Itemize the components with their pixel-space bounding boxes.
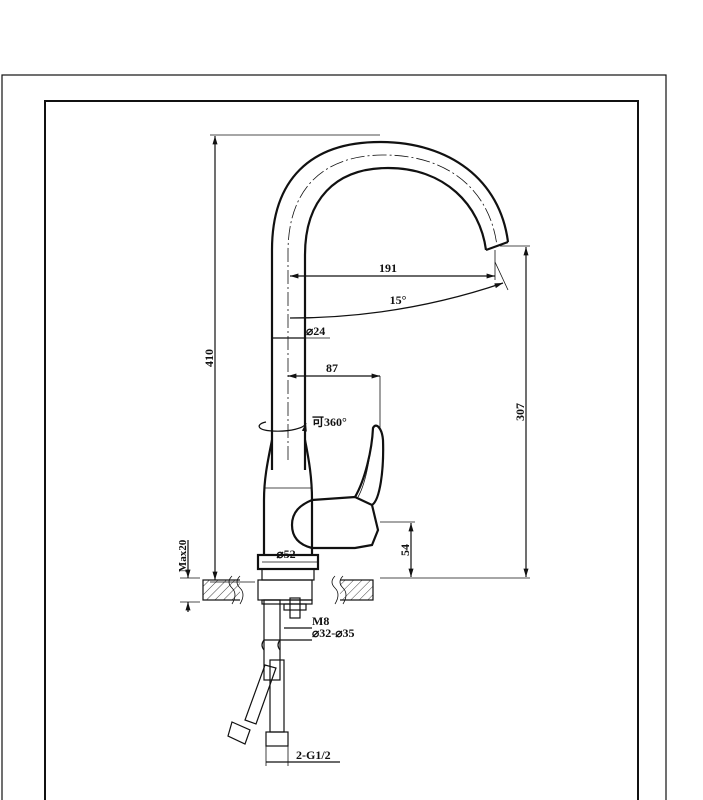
dim-stud-thread: M8 bbox=[312, 614, 329, 628]
dim-spout-reach: 191 bbox=[379, 261, 397, 275]
dim-handle-offset: 87 bbox=[326, 361, 338, 375]
dim-hose-thread: 2-G1/2 bbox=[296, 748, 331, 762]
inner-frame bbox=[44, 100, 639, 800]
countertop bbox=[202, 575, 374, 605]
dim-total-height: 410 bbox=[202, 349, 216, 367]
spout bbox=[270, 140, 510, 470]
dim-outlet-height: 307 bbox=[513, 403, 527, 421]
dim-rotation: 可360° bbox=[312, 415, 347, 429]
dim-handle-height: 54 bbox=[398, 544, 412, 556]
dim-hole-range: ⌀32-⌀35 bbox=[312, 626, 354, 640]
dim-spout-angle: 15° bbox=[390, 293, 407, 307]
outer-frame bbox=[1, 74, 667, 800]
rotation-arrow bbox=[258, 421, 307, 432]
dimension-lines bbox=[180, 134, 530, 766]
dim-spout-diameter: ⌀24 bbox=[306, 324, 325, 338]
dim-max-deck: Max20 bbox=[177, 539, 189, 572]
dim-body-diameter: ⌀52 bbox=[276, 547, 295, 561]
mounting-hardware bbox=[227, 597, 313, 747]
